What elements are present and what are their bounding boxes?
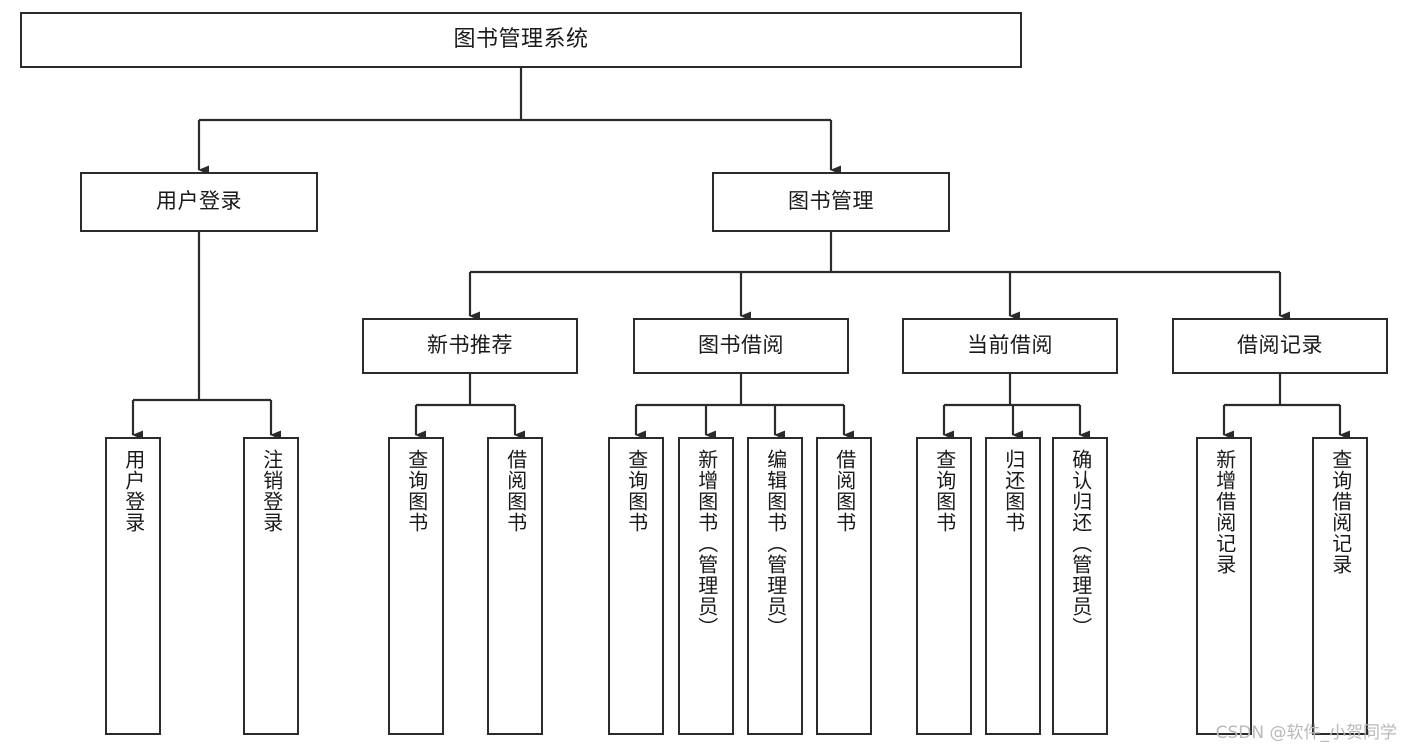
node-label: 当前借阅 — [967, 333, 1053, 358]
node-leaf-user-login[interactable]: 用户登录 — [105, 437, 161, 735]
node-leaf-edit-book[interactable]: 编辑图书（管理员） — [747, 437, 803, 735]
node-label: 新增借阅记录 — [1212, 449, 1237, 575]
node-root[interactable]: 图书管理系统 — [20, 12, 1022, 68]
node-leaf-query-book-current[interactable]: 查询图书 — [916, 437, 972, 735]
node-label: 新书推荐 — [427, 333, 513, 358]
node-leaf-query-book-rec[interactable]: 查询图书 — [388, 437, 444, 735]
node-leaf-confirm-return[interactable]: 确认归还（管理员） — [1052, 437, 1108, 735]
node-borrow-record[interactable]: 借阅记录 — [1172, 318, 1388, 374]
node-new-book-recommend[interactable]: 新书推荐 — [362, 318, 578, 374]
node-label: 借阅图书 — [832, 449, 857, 533]
node-leaf-return-book[interactable]: 归还图书 — [985, 437, 1041, 735]
node-label: 确认归还（管理员） — [1068, 449, 1093, 638]
node-leaf-logout[interactable]: 注销登录 — [243, 437, 299, 735]
node-leaf-add-book[interactable]: 新增图书（管理员） — [678, 437, 734, 735]
node-user-login[interactable]: 用户登录 — [80, 172, 318, 232]
node-label: 查询借阅记录 — [1328, 449, 1353, 575]
node-current-borrow[interactable]: 当前借阅 — [902, 318, 1118, 374]
node-book-borrow[interactable]: 图书借阅 — [633, 318, 849, 374]
node-label: 借阅图书 — [503, 449, 528, 533]
node-label: 编辑图书（管理员） — [763, 449, 788, 638]
node-label: 归还图书 — [1001, 449, 1026, 533]
node-book-management[interactable]: 图书管理 — [712, 172, 950, 232]
node-label: 用户登录 — [156, 189, 242, 214]
node-label: 图书借阅 — [698, 333, 784, 358]
node-label: 注销登录 — [259, 449, 284, 533]
node-leaf-query-book-borrow[interactable]: 查询图书 — [608, 437, 664, 735]
node-leaf-borrow-book-rec[interactable]: 借阅图书 — [487, 437, 543, 735]
node-label: 查询图书 — [404, 449, 429, 533]
node-label: 查询图书 — [932, 449, 957, 533]
node-label: 图书管理系统 — [453, 26, 589, 52]
node-label: 新增图书（管理员） — [694, 449, 719, 638]
node-leaf-borrow-book[interactable]: 借阅图书 — [816, 437, 872, 735]
node-label: 用户登录 — [121, 449, 146, 533]
node-label: 查询图书 — [624, 449, 649, 533]
node-label: 借阅记录 — [1237, 333, 1323, 358]
node-leaf-add-record[interactable]: 新增借阅记录 — [1196, 437, 1252, 735]
node-leaf-query-record[interactable]: 查询借阅记录 — [1312, 437, 1368, 735]
node-label: 图书管理 — [788, 189, 874, 214]
